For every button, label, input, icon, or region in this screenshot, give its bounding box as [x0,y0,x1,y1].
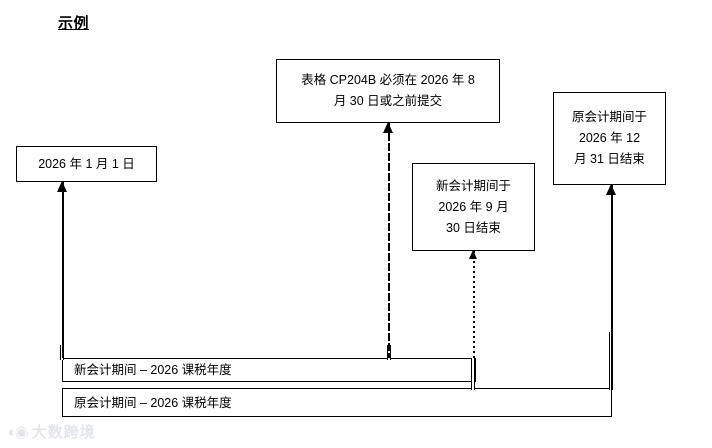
cp204b-deadline-box-line-1: 表格 CP204B 必须在 2026 年 8 [301,73,475,87]
cp204b-deadline-box-line-2: 月 30 日或之前提交 [333,94,443,108]
new-period-end-arrow-shaft [473,251,475,358]
watermark-text: 大数跨境 [31,424,96,441]
new-period-end-box: 新会计期间于 2026 年 9 月 30 日结束 [412,163,535,251]
watermark-logo-icon: ◖◉ [6,424,29,441]
cp204b-arrow-shaft [388,123,391,358]
old-period-end-box-line-3: 月 31 日结束 [574,152,645,166]
watermark: ◖◉ 大数跨境 [6,424,96,442]
new-accounting-period-bar-label: 新会计期间 – 2026 课税年度 [74,363,232,377]
old-period-end-arrow-head [606,184,616,195]
page-title: 示例 [58,15,90,32]
new-period-end-box-line-2: 2026 年 9 月 [438,199,509,214]
new-accounting-period-bar: 新会计期间 – 2026 课税年度 [62,358,476,382]
old-period-end-box-line-2: 2026 年 12 [578,131,641,145]
start-date-arrow-shaft [62,182,64,358]
new-period-end-box-line-3: 30 日结束 [446,220,501,235]
old-period-end-arrow-shaft [611,185,613,390]
old-period-end-box: 原会计期间于 2026 年 12 月 31 日结束 [553,92,666,185]
old-accounting-period-bar: 原会计期间 – 2026 课税年度 [62,388,612,417]
old-period-end-box-line-1: 原会计期间于 [571,110,647,124]
new-period-end-box-line-1: 新会计期间于 [435,178,511,193]
start-date-box-line-1: 2026 年 1 月 1 日 [38,156,135,171]
stub-new-period-end-bar [471,358,475,390]
start-date-box: 2026 年 1 月 1 日 [16,146,157,182]
new-period-end-arrow-head [469,250,477,259]
old-accounting-period-bar-label: 原会计期间 – 2026 课税年度 [74,395,232,410]
cp204b-deadline-box: 表格 CP204B 必须在 2026 年 8 月 30 日或之前提交 [276,59,500,123]
start-date-arrow-head [57,181,67,192]
cp204b-arrow-head [383,122,393,133]
